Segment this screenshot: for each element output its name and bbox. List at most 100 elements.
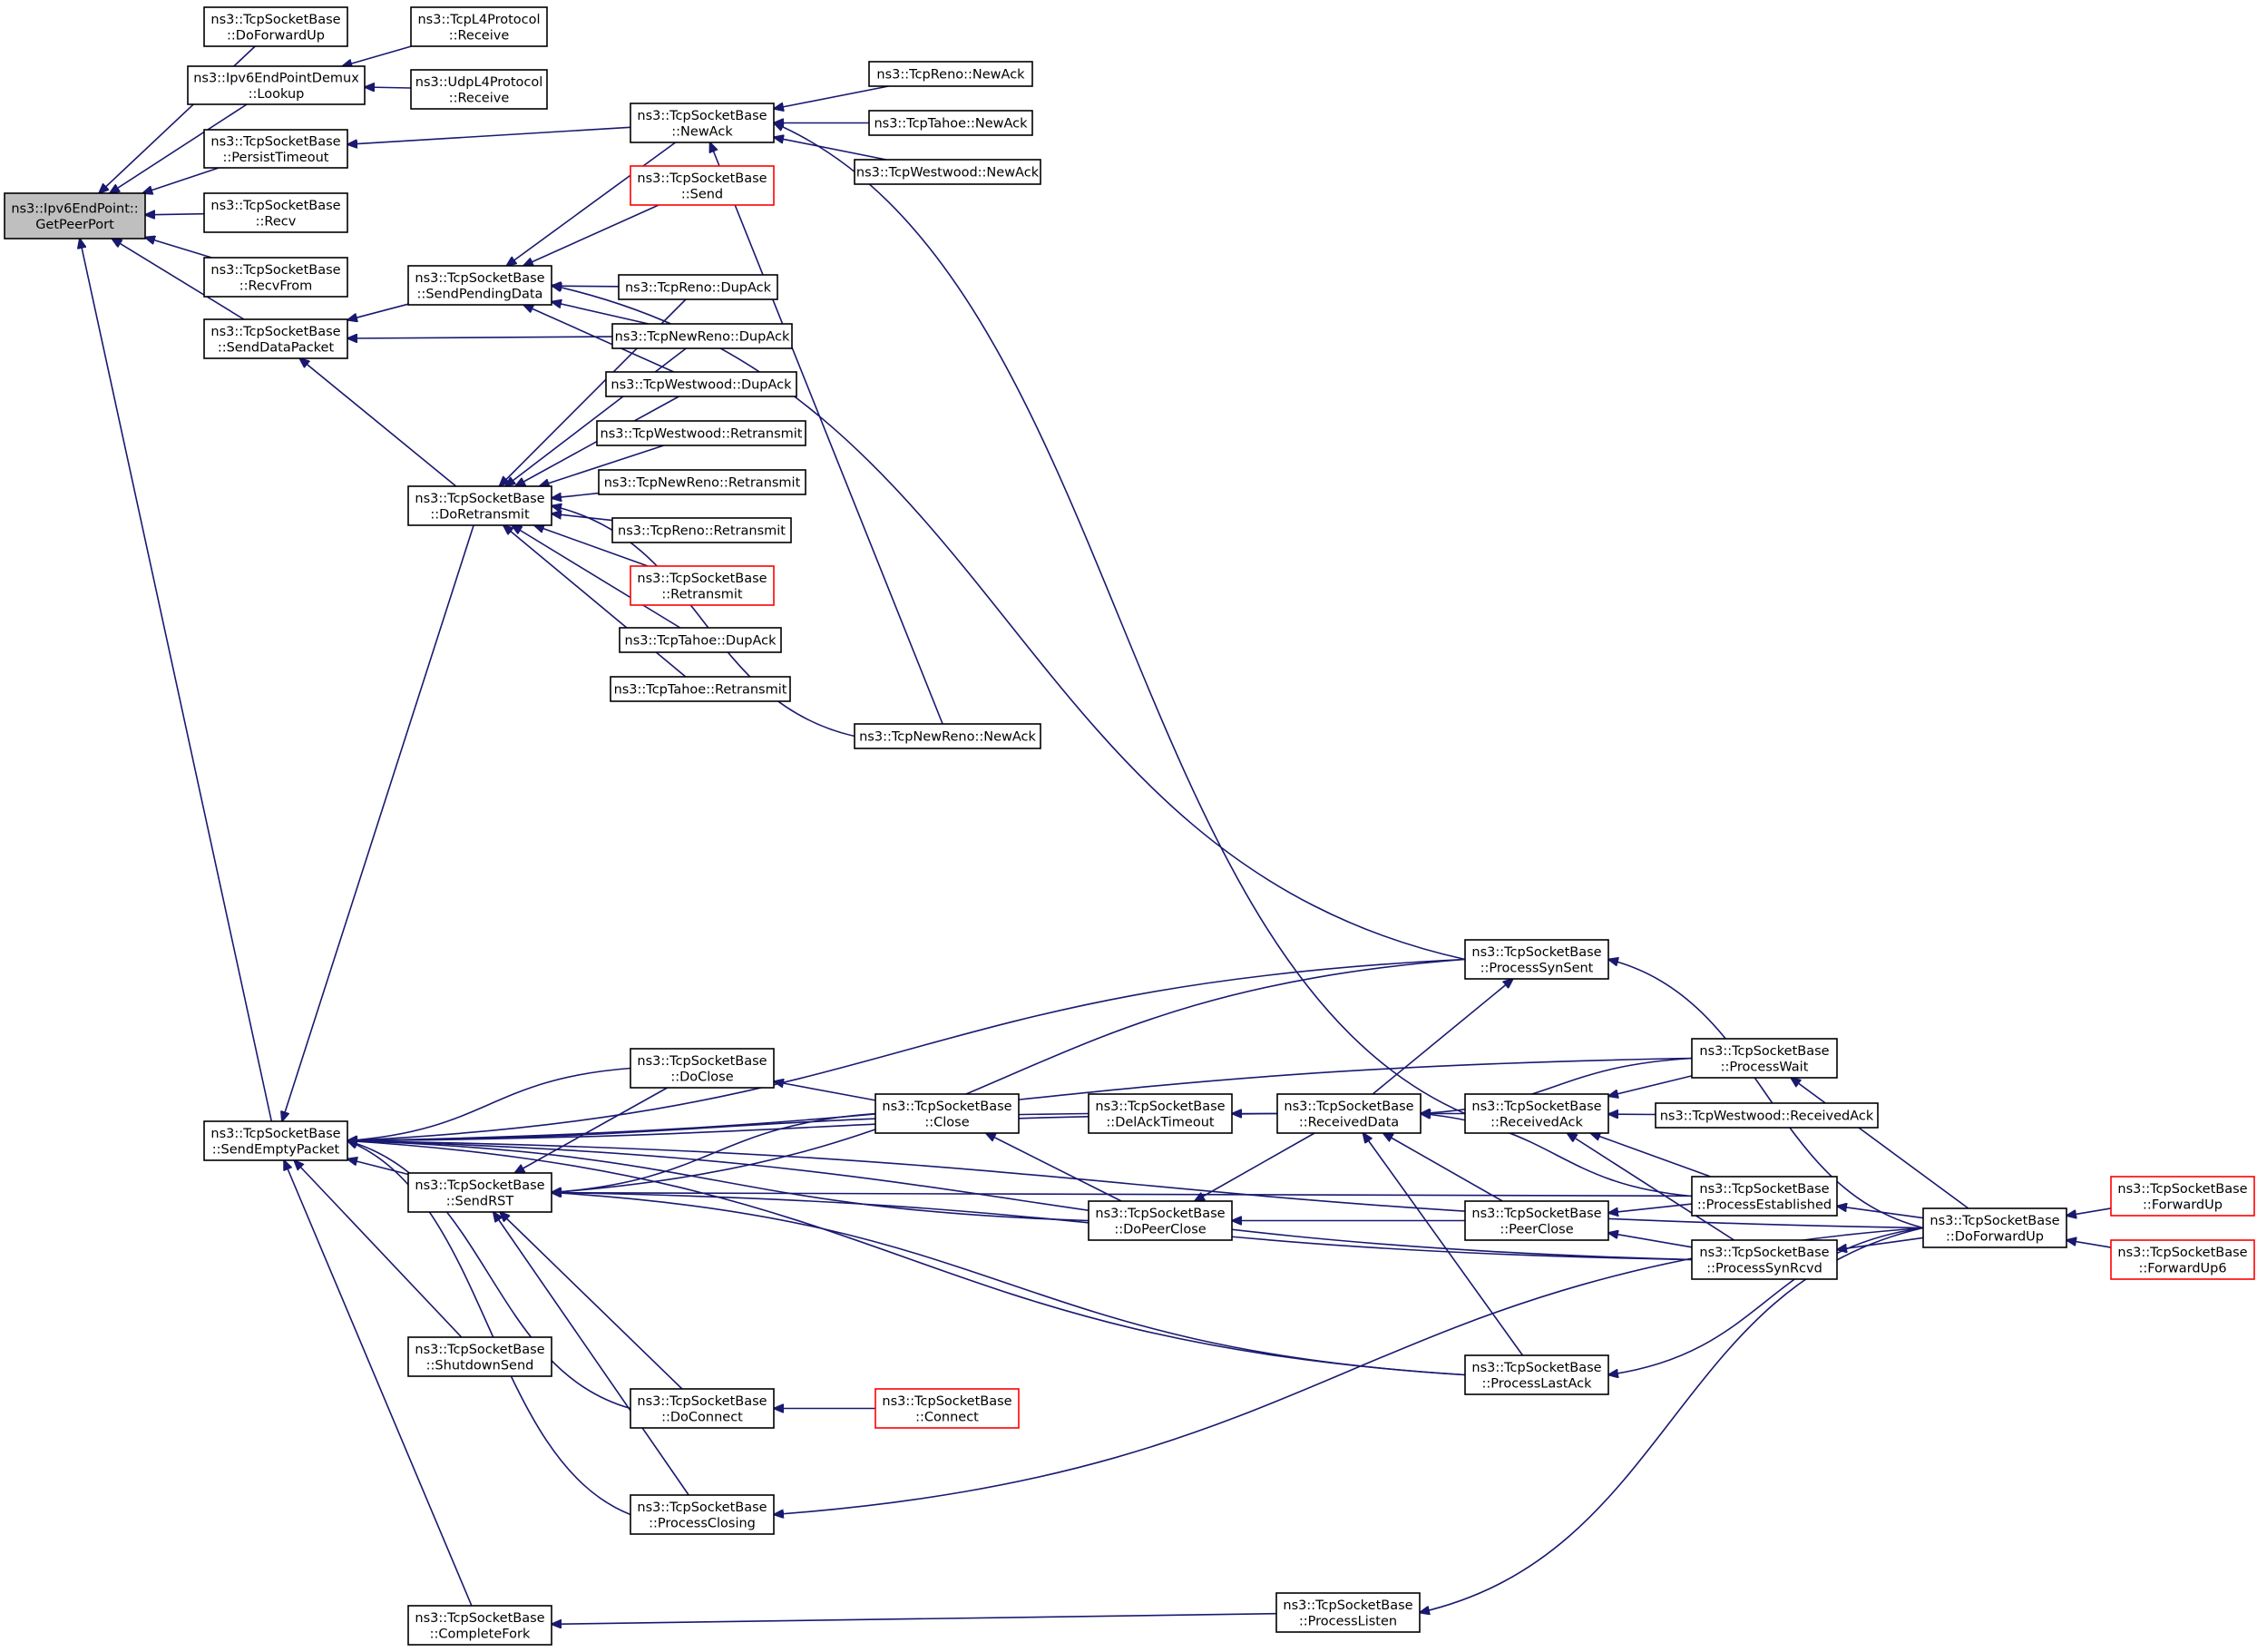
node-box [1464,1354,1609,1395]
node-label: ns3::TcpSocketBase [210,263,340,278]
edge-processwait-to-sendempty [347,1057,1693,1141]
node-tahoeretx[interactable]: ns3::TcpTahoe::Retransmit [610,676,791,702]
node-send[interactable]: ns3::TcpSocketBase::Send [630,165,775,206]
node-newrenoretx[interactable]: ns3::TcpNewReno::Retransmit [598,469,806,495]
node-westrecvack[interactable]: ns3::TcpWestwood::ReceivedAck [1655,1102,1879,1129]
node-tahoedupack[interactable]: ns3::TcpTahoe::DupAck [619,627,782,653]
node-label: ::ProcessSynSent [1480,961,1594,975]
edge-doforwardup_r-to-processestab [1837,1207,1924,1219]
node-senddatapacket[interactable]: ns3::TcpSocketBase::SendDataPacket [203,318,348,359]
node-shutdownsend[interactable]: ns3::TcpSocketBase::ShutdownSend [407,1336,552,1377]
node-tahoenewack[interactable]: ns3::TcpTahoe::NewAck [868,110,1033,136]
node-baseretx[interactable]: ns3::TcpSocketBase::Retransmit [630,565,775,606]
node-label: ::SendDataPacket [218,340,335,355]
node-newrenonewack[interactable]: ns3::TcpNewReno::NewAck [854,723,1041,749]
node-label: ns3::TcpReno::NewAck [876,68,1025,83]
node-label: ns3::TcpSocketBase [210,1127,340,1141]
node-box [1464,1200,1609,1241]
node-westnewack[interactable]: ns3::TcpWestwood::NewAck [854,159,1041,185]
node-newack[interactable]: ns3::TcpSocketBase::NewAck [630,103,775,143]
node-label: ::SendEmptyPacket [212,1142,340,1157]
node-processsynrcvd[interactable]: ns3::TcpSocketBase::ProcessSynRcvd [1691,1239,1838,1280]
node-peerclose[interactable]: ns3::TcpSocketBase::PeerClose [1464,1200,1609,1241]
edge-processsynsent-to-sendpending [552,286,1466,961]
edge-recvfrom-to-root [145,238,212,259]
node-completefork[interactable]: ns3::TcpSocketBase::CompleteFork [407,1605,552,1646]
node-label: ns3::TcpTahoe::Retransmit [614,683,787,698]
node-doclose[interactable]: ns3::TcpSocketBase::DoClose [630,1048,775,1089]
node-label: ns3::TcpWestwood::ReceivedAck [1660,1109,1874,1124]
node-processwait[interactable]: ns3::TcpSocketBase::ProcessWait [1691,1038,1838,1079]
edge-senddatapacket-to-root [112,239,245,320]
node-box [1088,1093,1233,1134]
node-doforwardup_r[interactable]: ns3::TcpSocketBase::DoForwardUp [1922,1207,2067,1248]
node-box [868,110,1033,136]
node-box [410,69,548,110]
node-westdupack[interactable]: ns3::TcpWestwood::DupAck [605,371,797,397]
node-delack[interactable]: ns3::TcpSocketBase::DelAckTimeout [1088,1093,1233,1134]
node-processlastack[interactable]: ns3::TcpSocketBase::ProcessLastAck [1464,1354,1609,1395]
edge-newrenonewack-to-newack [710,142,943,725]
node-box [407,265,552,306]
node-label: ::ProcessEstablished [1697,1197,1832,1212]
node-label: ns3::TcpSocketBase [210,13,340,27]
node-label: ::SendPendingData [417,287,543,301]
node-dopeerclose[interactable]: ns3::TcpSocketBase::DoPeerClose [1088,1200,1233,1241]
edges-layer [80,45,2112,1624]
node-box [598,469,806,495]
node-label: ns3::TcpNewReno::DupAck [615,330,790,345]
node-label: ns3::TcpWestwood::NewAck [856,166,1040,181]
node-newrenodupack[interactable]: ns3::TcpNewReno::DupAck [611,323,793,349]
node-udpl4[interactable]: ns3::UdpL4Protocol::Receive [410,69,548,110]
edge-newrenoretx-to-doretx [552,492,600,499]
node-persist[interactable]: ns3::TcpSocketBase::PersistTimeout [203,129,348,169]
node-tcpl4[interactable]: ns3::TcpL4Protocol::Receive [410,6,548,47]
node-close[interactable]: ns3::TcpSocketBase::Close [874,1093,1020,1134]
node-label: ns3::TcpSocketBase [415,1611,544,1626]
node-label: ns3::TcpNewReno::Retransmit [604,476,801,491]
edge-westretx-to-doretx [540,445,665,486]
node-label: ns3::TcpSocketBase [637,171,767,186]
node-recvfrom[interactable]: ns3::TcpSocketBase::RecvFrom [203,257,348,298]
node-label: ns3::TcpSocketBase [415,492,544,506]
node-renodupack[interactable]: ns3::TcpReno::DupAck [618,274,778,300]
node-processsynsent[interactable]: ns3::TcpSocketBase::ProcessSynSent [1464,939,1609,980]
node-box [407,485,552,526]
node-doconnect[interactable]: ns3::TcpSocketBase::DoConnect [630,1388,775,1429]
edge-dopeerclose-to-close [986,1133,1122,1202]
node-box [1922,1207,2067,1248]
node-label: ::ReceivedData [1299,1115,1399,1129]
node-root[interactable]: ns3::Ipv6EndPoint::GetPeerPort [4,192,146,239]
edge-renonewack-to-newack [774,85,889,109]
node-label: ns3::TcpSocketBase [210,134,340,149]
node-receivedack[interactable]: ns3::TcpSocketBase::ReceivedAck [1464,1093,1609,1134]
node-sendempty[interactable]: ns3::TcpSocketBase::SendEmptyPacket [203,1120,348,1161]
node-forwardup6[interactable]: ns3::TcpSocketBase::ForwardUp6 [2110,1239,2255,1280]
node-doretx[interactable]: ns3::TcpSocketBase::DoRetransmit [407,485,552,526]
node-sendrst[interactable]: ns3::TcpSocketBase::SendRST [407,1172,552,1213]
node-box [630,565,775,606]
edge-recv-to-root [145,214,205,215]
node-demux[interactable]: ns3::Ipv6EndPointDemux::Lookup [187,65,366,105]
node-label: ns3::TcpSocketBase [882,1394,1011,1409]
node-westretx[interactable]: ns3::TcpWestwood::Retransmit [596,420,806,446]
node-forwardup[interactable]: ns3::TcpSocketBase::ForwardUp [2110,1176,2255,1217]
node-renoretx[interactable]: ns3::TcpReno::Retransmit [611,517,792,543]
node-processclosing[interactable]: ns3::TcpSocketBase::ProcessClosing [630,1494,775,1535]
node-sendpending[interactable]: ns3::TcpSocketBase::SendPendingData [407,265,552,306]
node-renonewack[interactable]: ns3::TcpReno::NewAck [868,61,1033,87]
node-processestab[interactable]: ns3::TcpSocketBase::ProcessEstablished [1691,1176,1838,1217]
node-connect[interactable]: ns3::TcpSocketBase::Connect [874,1388,1020,1429]
node-label: ::ProcessSynRcvd [1706,1261,1822,1276]
node-receiveddata[interactable]: ns3::TcpSocketBase::ReceivedData [1276,1093,1422,1134]
node-processlisten[interactable]: ns3::TcpSocketBase::ProcessListen [1275,1592,1421,1633]
node-doforwardup_l[interactable]: ns3::TcpSocketBase::DoForwardUp [203,6,348,47]
edge-send-to-sendpending [523,204,660,266]
node-label: ::Recv [256,214,297,229]
edge-doforwardup_r-to-processsynsent [1608,960,1924,1229]
node-box [874,1388,1020,1429]
node-label: ::ProcessClosing [649,1516,756,1530]
edge-receivedack-to-newack [774,123,1466,1115]
node-box [203,257,348,298]
node-recv[interactable]: ns3::TcpSocketBase::Recv [203,192,348,233]
